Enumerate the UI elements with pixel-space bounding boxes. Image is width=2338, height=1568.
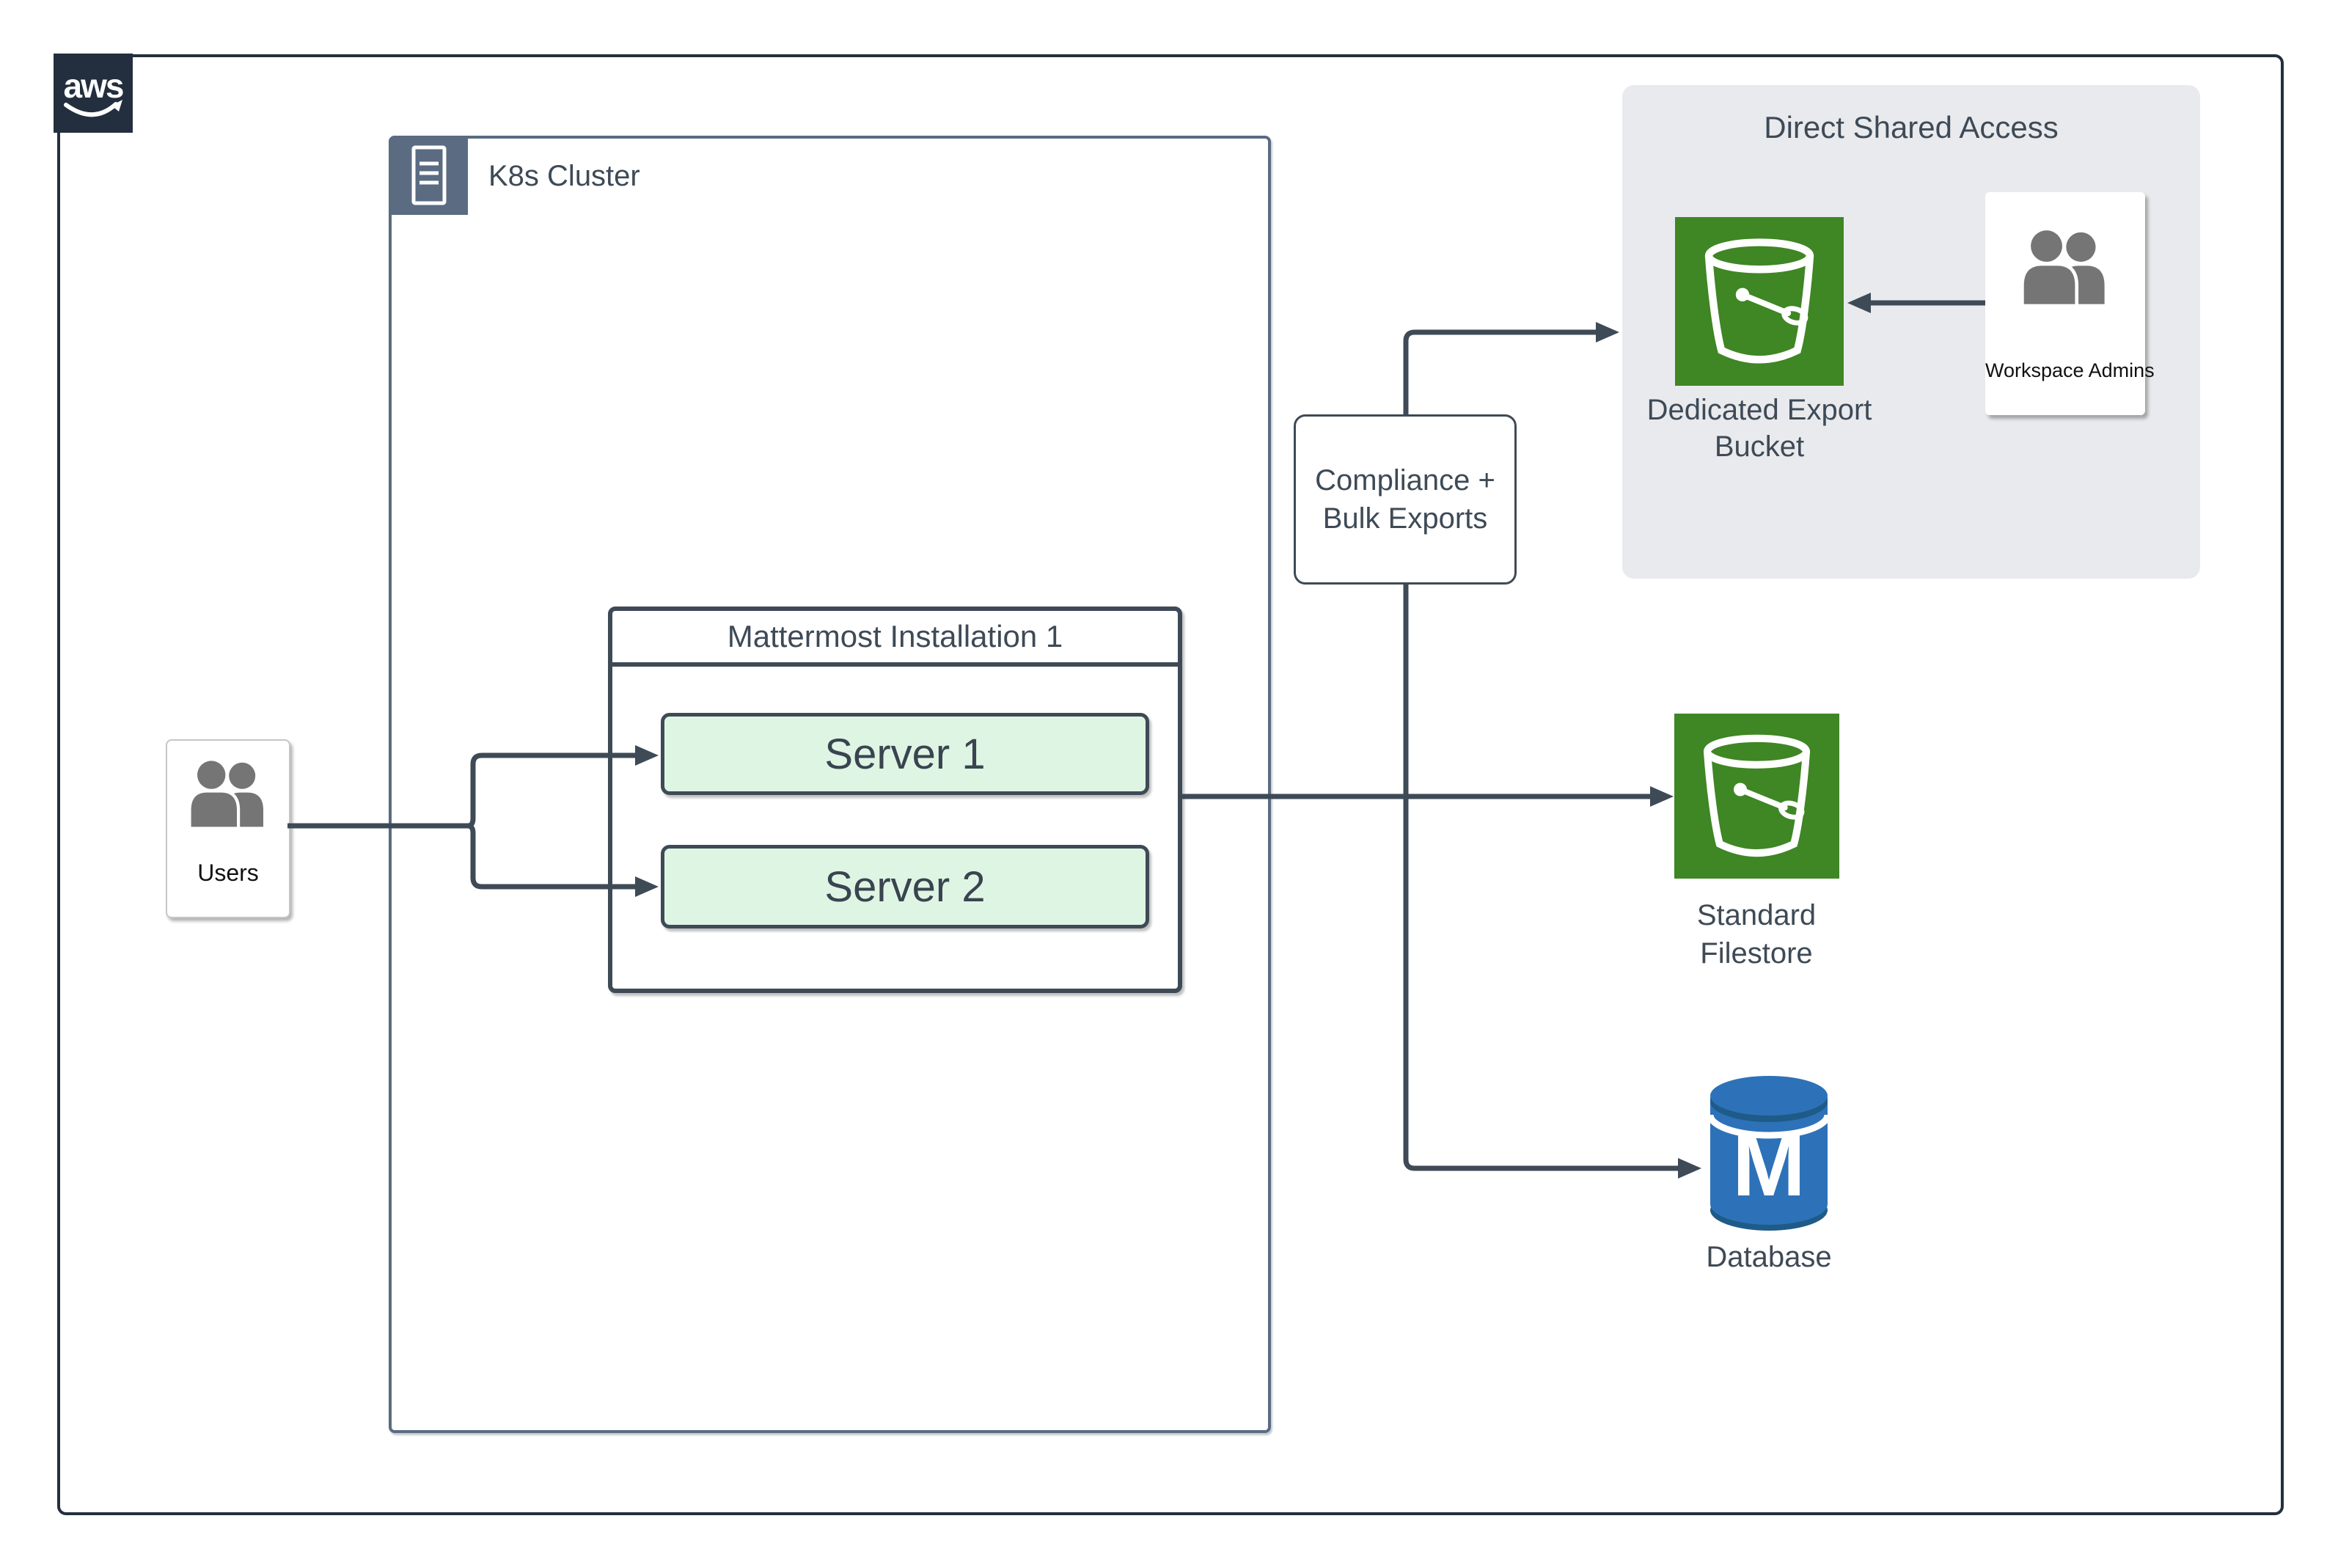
server-1-label: Server 1 — [824, 730, 986, 778]
users-label: Users — [197, 860, 259, 886]
direct-shared-access-title: Direct Shared Access — [1764, 110, 2059, 144]
server-2-node: Server 2 — [661, 845, 1149, 928]
mattermost-installation-title: Mattermost Installation 1 — [612, 611, 1178, 667]
k8s-cluster-label: K8s Cluster — [488, 160, 640, 192]
database-label: Database — [1706, 1241, 1832, 1273]
users-people-icon — [184, 758, 272, 830]
outer-frame — [57, 54, 2284, 1515]
aws-logo-badge: aws — [54, 54, 133, 133]
standard-filestore-node — [1674, 714, 1839, 879]
s3-bucket-icon — [1675, 238, 1844, 389]
database-cylinder-icon: M — [1705, 1069, 1833, 1239]
workspace-admins-people-icon — [2016, 227, 2114, 308]
standard-filestore-label: Standard Filestore — [1696, 899, 1817, 970]
k8s-cluster-box — [389, 136, 1271, 1433]
compliance-bulk-exports-node: Compliance + Bulk Exports — [1294, 414, 1517, 585]
aws-logo-icon: aws — [54, 67, 133, 136]
svg-text:M: M — [1732, 1116, 1806, 1215]
users-node: Users — [166, 739, 290, 918]
server-1-node: Server 1 — [661, 713, 1149, 795]
s3-bucket-icon — [1674, 734, 1839, 882]
server-rack-icon — [389, 145, 468, 218]
server-2-label: Server 2 — [824, 862, 986, 911]
workspace-admins-label: Workspace Admins — [1985, 359, 2155, 381]
k8s-cluster-badge — [389, 136, 468, 215]
compliance-label-line1: Compliance + — [1315, 464, 1495, 497]
dedicated-export-bucket-node — [1675, 217, 1844, 386]
compliance-label-line2: Bulk Exports — [1322, 502, 1488, 535]
svg-text:aws: aws — [64, 67, 123, 105]
mattermost-installation-box: Mattermost Installation 1 — [608, 607, 1182, 993]
dedicated-export-bucket-label: Dedicated Export Bucket — [1646, 394, 1872, 463]
workspace-admins-node: Workspace Admins — [1985, 192, 2155, 415]
